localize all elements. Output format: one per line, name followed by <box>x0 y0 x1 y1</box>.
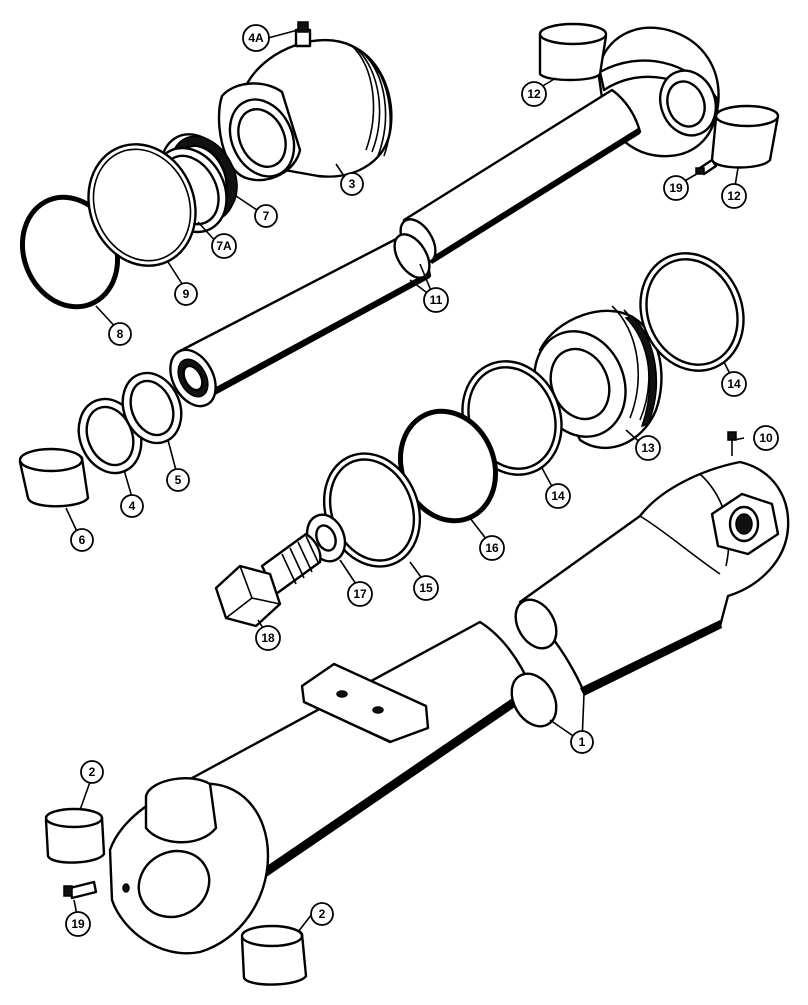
ring-5 <box>121 371 183 445</box>
svg-text:13: 13 <box>641 441 655 455</box>
backup-ring-9 <box>87 143 197 267</box>
ring-15 <box>322 452 422 568</box>
svg-text:9: 9 <box>183 287 190 301</box>
callout-15: 15 <box>413 575 439 601</box>
callout-1: 1 <box>570 730 594 754</box>
svg-text:19: 19 <box>669 181 683 195</box>
callout-9: 9 <box>174 282 198 306</box>
bushing-2-bottom <box>240 924 308 986</box>
callout-2-top: 2 <box>80 760 104 784</box>
callout-19-top: 19 <box>663 175 689 201</box>
wear-ring-14-right <box>639 252 745 372</box>
callout-5: 5 <box>166 468 190 492</box>
svg-text:17: 17 <box>353 587 367 601</box>
callout-2-bottom: 2 <box>310 902 334 926</box>
callout-7: 7 <box>254 204 278 228</box>
svg-text:12: 12 <box>727 189 741 203</box>
svg-text:4: 4 <box>129 499 136 513</box>
callout-10: 10 <box>753 425 779 451</box>
svg-text:19: 19 <box>71 917 85 931</box>
svg-text:18: 18 <box>261 631 275 645</box>
callout-6: 6 <box>70 528 94 552</box>
grease-fitting-top <box>695 158 718 176</box>
callout-8: 8 <box>108 322 132 346</box>
bushing-12-top <box>538 22 608 82</box>
callout-18: 18 <box>255 625 281 651</box>
svg-text:15: 15 <box>419 581 433 595</box>
svg-text:11: 11 <box>430 293 443 307</box>
grease-fitting-bottom <box>63 880 98 900</box>
svg-text:3: 3 <box>349 177 356 191</box>
gland <box>217 21 393 182</box>
callout-12-right: 12 <box>721 183 747 209</box>
svg-text:1: 1 <box>579 735 586 749</box>
callout-14-center: 14 <box>545 483 571 509</box>
svg-text:10: 10 <box>759 431 773 445</box>
callout-14-right: 14 <box>721 371 747 397</box>
callout-16: 16 <box>479 535 505 561</box>
cylinder-barrel <box>108 460 790 955</box>
bushing-2-left <box>44 807 106 864</box>
callout-13: 13 <box>635 435 661 461</box>
svg-text:12: 12 <box>527 87 541 101</box>
callout-19-bottom: 19 <box>65 911 91 937</box>
svg-text:7: 7 <box>263 209 270 223</box>
svg-text:6: 6 <box>79 533 86 547</box>
screw-10 <box>727 431 737 456</box>
bushing-12-right <box>710 104 780 169</box>
piston <box>533 305 663 450</box>
callout-17: 17 <box>347 581 373 607</box>
svg-text:7A: 7A <box>216 239 232 253</box>
svg-text:14: 14 <box>551 489 565 503</box>
svg-text:4A: 4A <box>248 31 264 45</box>
callout-7a: 7A <box>211 233 237 259</box>
bolt-18 <box>214 532 322 628</box>
bushing-6 <box>18 447 90 508</box>
piston-rod <box>169 88 642 408</box>
callout-11: 11 <box>423 287 449 313</box>
callout-4: 4 <box>120 494 144 518</box>
callout-4a: 4A <box>242 24 270 52</box>
svg-text:14: 14 <box>727 377 741 391</box>
svg-text:16: 16 <box>485 541 499 555</box>
svg-text:2: 2 <box>319 907 326 921</box>
svg-text:2: 2 <box>89 765 96 779</box>
svg-text:8: 8 <box>117 327 124 341</box>
callout-12-top: 12 <box>521 81 547 107</box>
callout-3: 3 <box>340 172 364 196</box>
svg-text:5: 5 <box>175 473 182 487</box>
